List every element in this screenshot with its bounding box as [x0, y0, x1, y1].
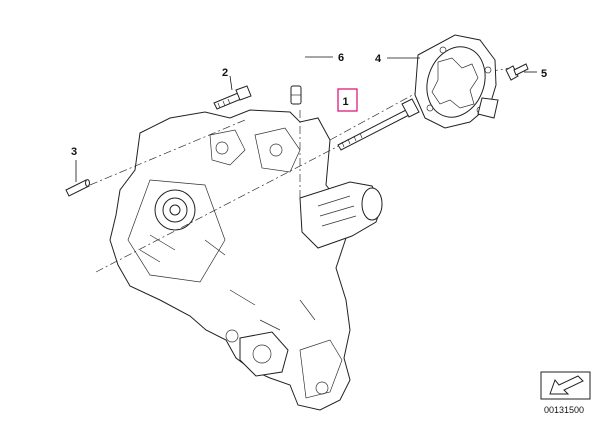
transfer-case-housing	[109, 109, 383, 411]
vent-tube-part[interactable]	[290, 16, 319, 105]
callout-4[interactable]: 4	[375, 53, 382, 65]
diagram-code: 00131500	[544, 405, 584, 415]
leader-line-2	[229, 75, 233, 91]
actuator-ring-part[interactable]	[414, 34, 499, 129]
alignment-line	[89, 119, 246, 186]
arrow-icon[interactable]	[540, 371, 591, 400]
callout-3[interactable]: 3	[71, 146, 77, 158]
small-bolt-part[interactable]	[505, 63, 529, 81]
callout-2[interactable]: 2	[222, 67, 228, 79]
dowel-pin-part[interactable]	[65, 179, 90, 197]
short-bolt-part[interactable]	[213, 85, 252, 110]
callout-6[interactable]: 6	[338, 52, 344, 64]
callout-1[interactable]: 1	[343, 96, 349, 108]
callout-1-highlight	[337, 88, 358, 112]
bolt-part[interactable]	[337, 98, 420, 151]
callout-5[interactable]: 5	[541, 68, 547, 80]
